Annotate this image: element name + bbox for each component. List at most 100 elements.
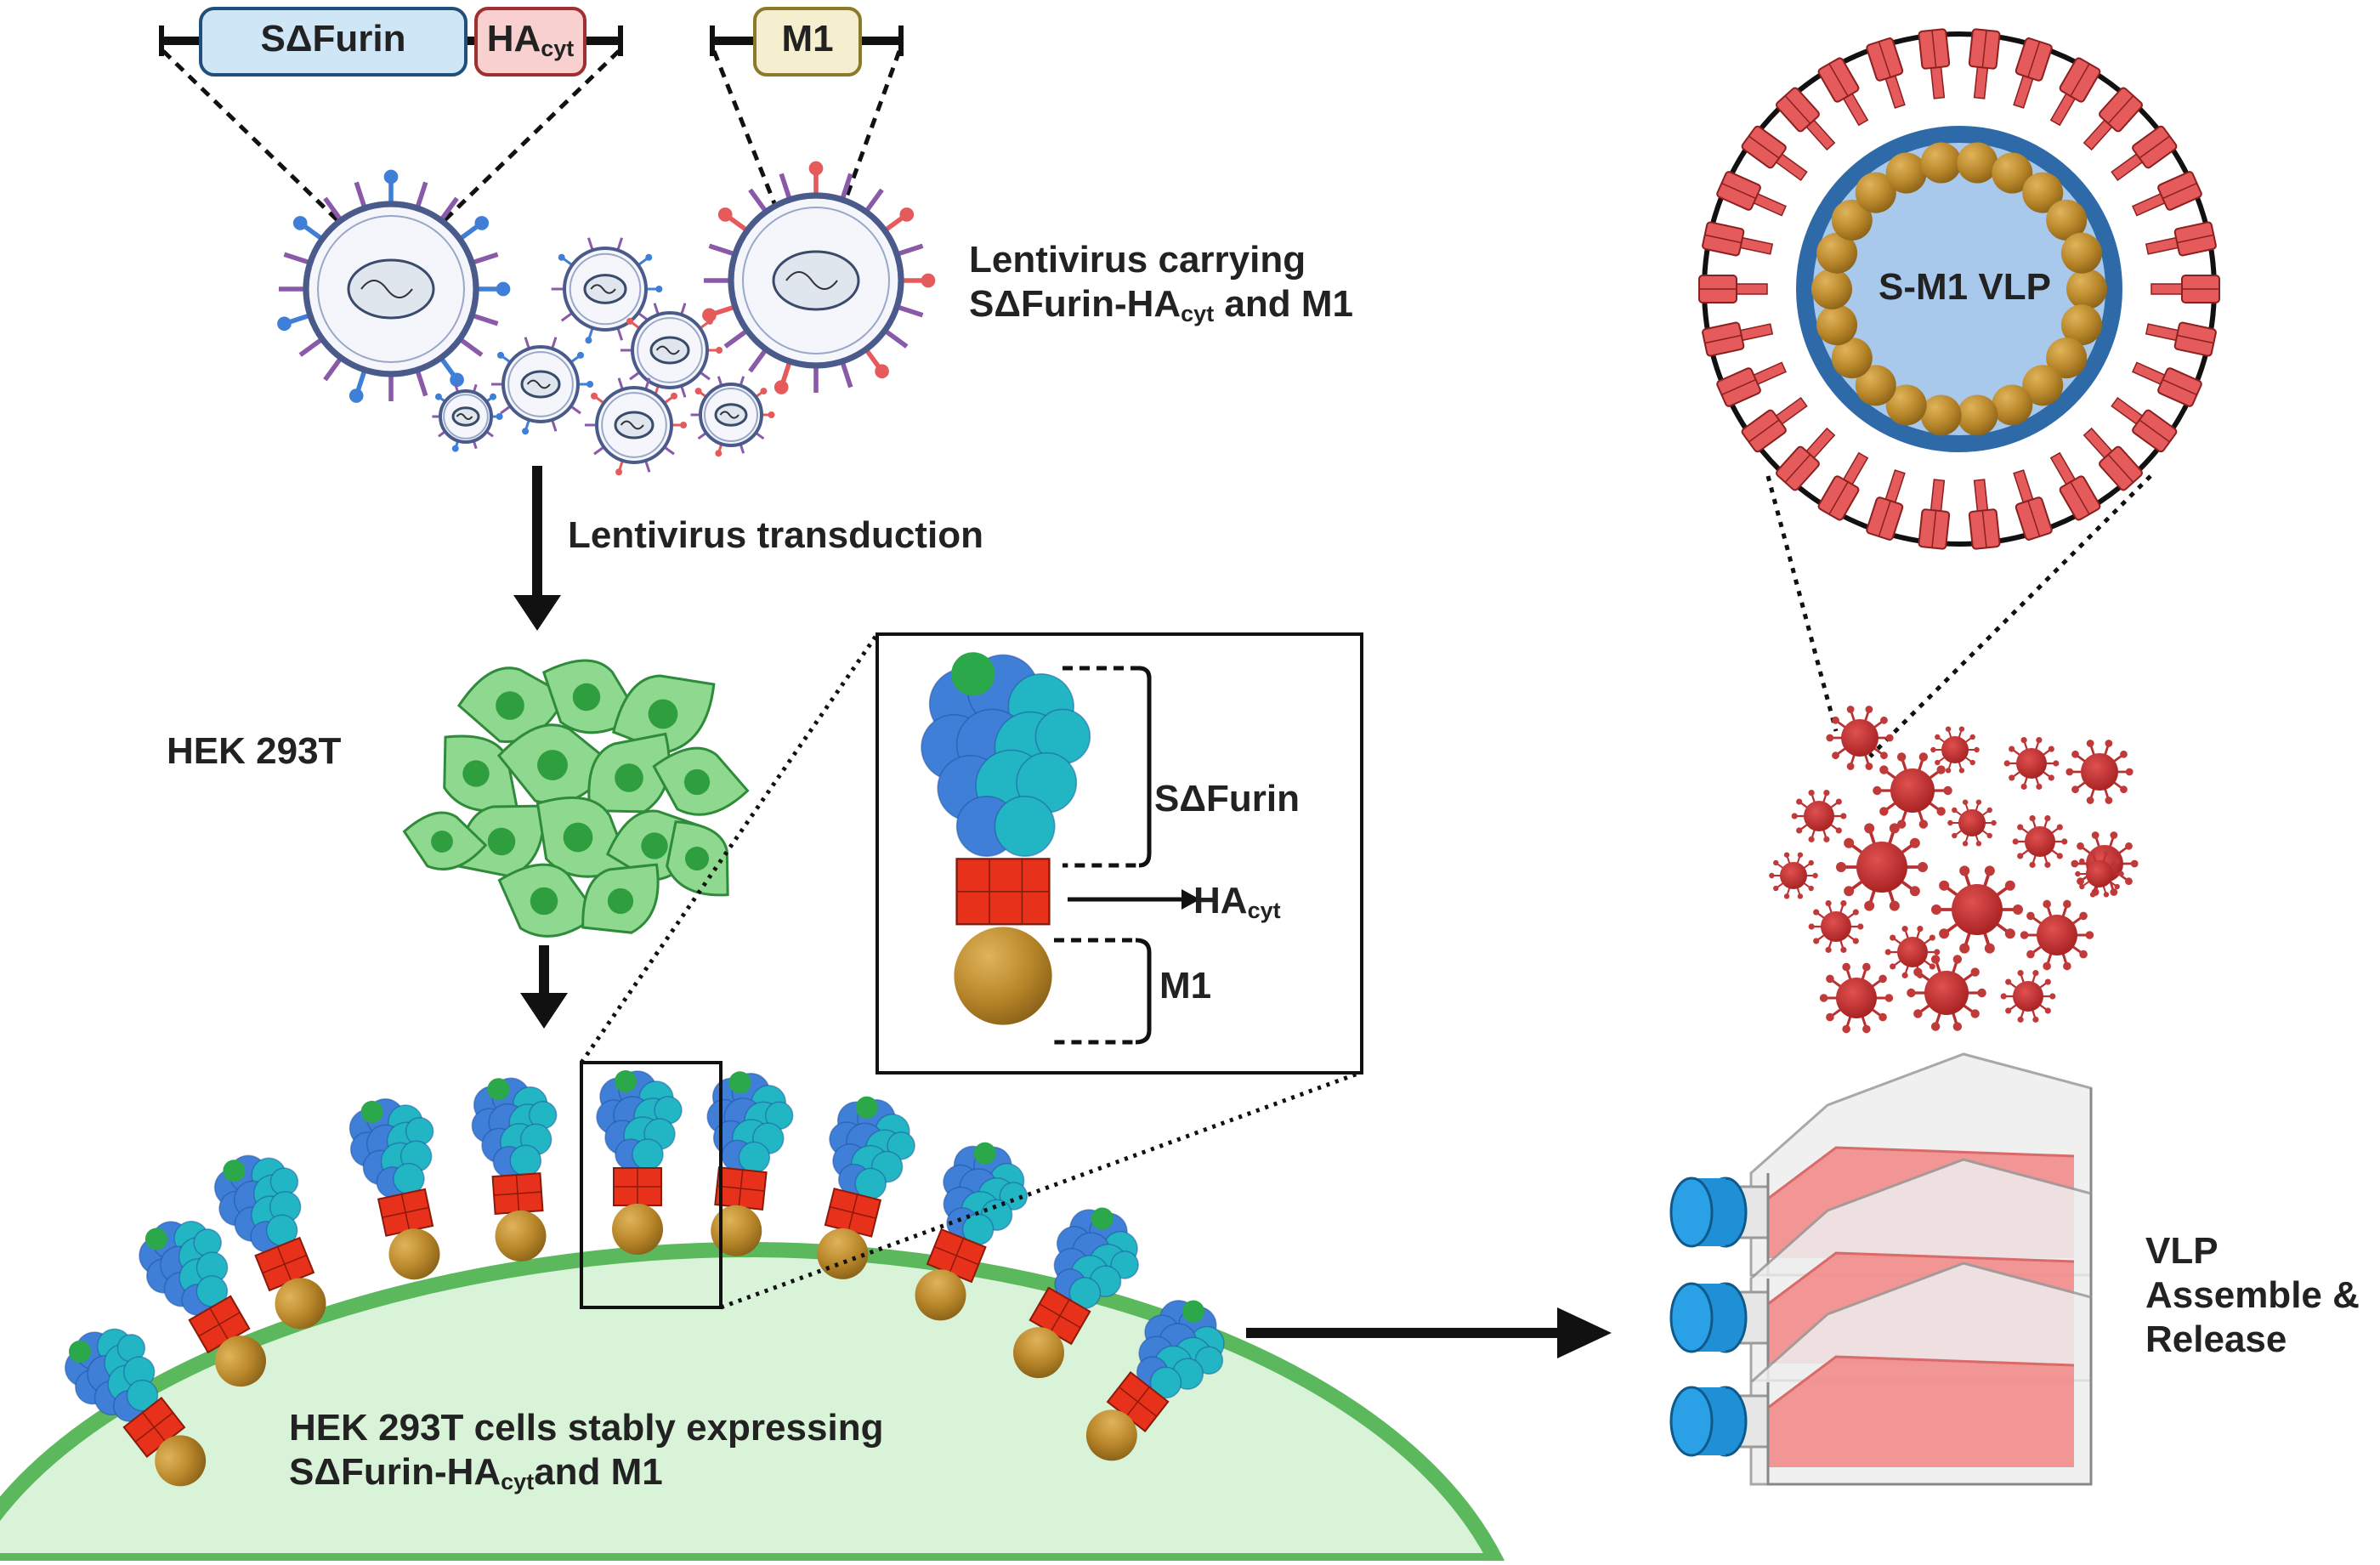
vlp-m1-bead	[1992, 152, 2033, 194]
vlp-m1-bead	[1831, 199, 1873, 241]
lentivirus-particle	[702, 161, 936, 394]
ha-gene-subscript: cyt	[541, 36, 575, 61]
membrane-spike	[1085, 1300, 1225, 1461]
transduction-label: Lentivirus transduction	[568, 514, 983, 556]
hek-cell	[587, 732, 671, 814]
vlp-cross-section	[1698, 28, 2220, 550]
membrane-spike	[817, 1096, 915, 1279]
expression-arrow	[520, 945, 568, 1029]
hek-cell	[581, 863, 660, 934]
inset-ha-label: HAcyt	[1193, 880, 1281, 923]
vlp-m1-bead	[1816, 232, 1858, 274]
m1-gene-label: M1	[781, 18, 834, 60]
vlp-spike	[1741, 396, 1808, 453]
vlp-spike	[1702, 321, 1774, 357]
vlp-spike	[2082, 87, 2143, 151]
released-vlp	[1930, 726, 1980, 774]
vlp-spike	[2049, 451, 2101, 521]
membrane-spike	[1013, 1207, 1139, 1379]
vlp-m1-bead	[2060, 232, 2102, 274]
lentivirus-caption: Lentivirus carrying SΔFurin-HAcyt and M1	[969, 238, 1353, 328]
release-line3: Release	[2145, 1318, 2287, 1360]
vlp-zoom-lines	[1765, 474, 2152, 758]
vlp-spike	[1702, 221, 1774, 257]
transduction-arrow	[513, 466, 561, 631]
vlp-m1-bead	[2060, 304, 2102, 346]
release-line2: Assemble &	[2145, 1273, 2360, 1316]
lentivirus-particle	[584, 377, 688, 476]
released-vlp	[1907, 955, 1986, 1031]
vlp-spike	[2145, 321, 2217, 357]
vlp-spike	[2013, 37, 2053, 109]
lentivirus-particle	[690, 376, 775, 457]
vlp-spike	[1918, 479, 1951, 550]
release-caption: VLP Assemble & Release	[2145, 1229, 2360, 1362]
vlp-spike	[1716, 361, 1787, 407]
released-vlp	[1873, 752, 1952, 829]
vlp-m1-bead	[2046, 337, 2088, 379]
vlp-spike	[1866, 469, 1906, 541]
inset-panel	[876, 632, 1363, 1075]
released-vlp	[1819, 962, 1894, 1034]
lentivirus-particle	[432, 383, 503, 452]
released-vlp	[2003, 737, 2060, 790]
hek-cell	[402, 811, 488, 870]
vlp-m1-bead	[2022, 365, 2064, 406]
ha-gene-label: HAcyt	[476, 17, 585, 63]
vlp-spike	[2082, 427, 2143, 491]
released-vlp	[1826, 706, 1894, 770]
released-vlp-cluster	[1769, 706, 2139, 1034]
cell-line-label: HEK 293T	[167, 730, 342, 772]
vlp-spike	[1918, 28, 1951, 99]
inset-spike-structure	[921, 652, 1091, 1025]
vlp-m1-bead	[1957, 142, 1998, 184]
vlp-spike	[2132, 171, 2202, 217]
released-vlp	[2075, 850, 2124, 898]
culture-flask	[1669, 1262, 2093, 1486]
vlp-m1-bead	[1957, 394, 1998, 436]
lentivirus-particle	[551, 237, 663, 344]
hek-cell	[611, 674, 716, 754]
release-arrow	[1246, 1307, 1612, 1358]
released-vlp	[2066, 740, 2134, 804]
membrane-spike	[706, 1071, 794, 1256]
membrane-spike	[915, 1142, 1028, 1321]
released-vlp	[2020, 899, 2094, 971]
culture-flask-stack	[1669, 1052, 2093, 1486]
lentivirus-particle	[277, 169, 511, 403]
released-vlp	[1769, 852, 1818, 899]
stable-caption-line1: HEK 293T cells stably expressing	[289, 1407, 884, 1449]
vlp-m1-bead	[1885, 152, 1927, 194]
vlp-m1-bead	[1920, 142, 1962, 184]
vlp-spike	[1776, 427, 1836, 491]
lentivirus-cluster	[277, 161, 936, 476]
vlp-spike	[2111, 396, 2178, 453]
vlp-m1-bead	[1816, 304, 1858, 346]
vlp-spike	[2150, 275, 2220, 303]
lentivirus-caption-line2: SΔFurin-HAcyt and M1	[969, 282, 1353, 326]
vlp-spike	[2132, 361, 2202, 407]
released-vlp	[2012, 815, 2068, 868]
vlp-spike	[2049, 57, 2101, 127]
hek-cell	[666, 820, 729, 897]
lentivirus-particle	[620, 303, 723, 401]
vlp-spike	[1866, 37, 1906, 109]
release-line1: VLP	[2145, 1230, 2218, 1272]
hek-cell	[652, 746, 750, 816]
membrane-spike	[471, 1077, 558, 1262]
inset-spike-model	[921, 652, 1091, 1025]
vlp-m1-bead	[1831, 337, 1873, 379]
vlp-spike	[1776, 87, 1836, 151]
released-vlp	[1931, 865, 2023, 954]
vlp-m1-bead	[2022, 172, 2064, 213]
highlight-box	[580, 1061, 722, 1309]
spike-gene-label: SΔFurin	[260, 18, 406, 60]
vlp-spike	[1817, 57, 1869, 127]
vlp-spike	[2145, 221, 2217, 257]
membrane-spike	[139, 1221, 266, 1387]
vlp-m1-bead	[1885, 384, 1927, 426]
vlp-m1-bead	[1855, 172, 1896, 213]
membrane-spike	[65, 1328, 207, 1487]
membrane-spike	[213, 1154, 326, 1330]
